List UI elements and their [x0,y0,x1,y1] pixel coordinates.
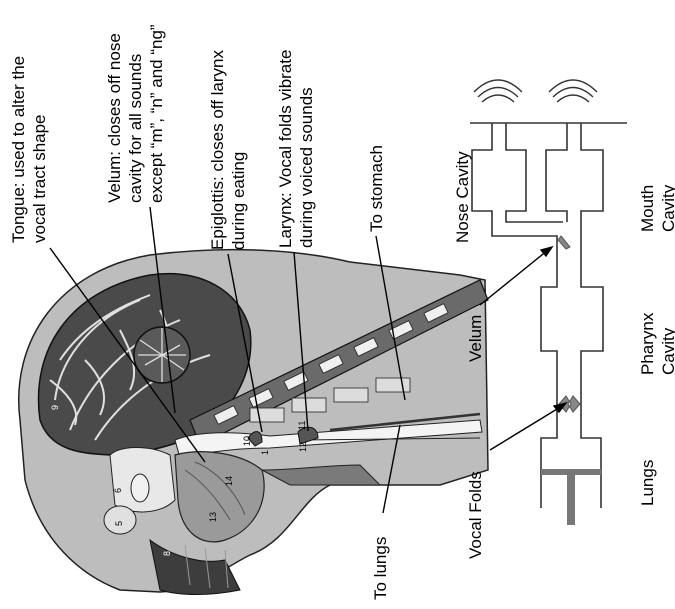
mouth-cavity-label-line: Cavity [659,184,675,232]
velum-annotation-line: except “m”, “n” and “ng” [147,24,166,203]
tongue-annotation-line: Tongue: used to alter the [9,56,28,243]
to-stomach-label: To stomach [367,145,386,232]
anatomy-number: 9 [50,405,60,410]
velum-annotation-line: Velum: closes off nose [105,33,124,203]
larynx-annotation-line: during voiced sounds [297,87,316,248]
to-lungs-label: To lungs [371,537,390,600]
sound-wave-icon [549,80,597,102]
svg-text:Larynx: Vocal folds vibrate: Larynx: Vocal folds vibrate during voice… [276,45,316,248]
svg-text:Velum: closes off nose c: Velum: closes off nose cavity for all so… [105,24,166,203]
anatomy-number: 13 [208,512,218,522]
velum-annotation-line: cavity for all sounds [126,54,145,203]
lungs-piston-plate [541,469,601,475]
epiglottis-annotation-line: during eating [229,152,248,250]
tongue-annotation-line: vocal tract shape [30,114,49,243]
velum-flap [558,236,570,249]
pharynx-cavity-label-line: Cavity [659,327,675,375]
epiglottis-annotation: Epiglottis: closes off larynx during eat… [208,45,248,250]
svg-text:Epiglottis: closes off larynx: Epiglottis: closes off larynx during eat… [208,45,248,250]
pharynx-cavity-label-line: Pharynx [638,312,657,375]
vocal-folds-label: Vocal Folds [466,471,485,559]
sound-wave-icon [474,80,522,102]
mouth-cavity-label: Mouth Cavity [638,180,675,232]
anatomy-number: 6 [113,488,123,493]
svg-text:Tongue: used to alter the: Tongue: used to alter the vocal tract sh… [9,51,49,243]
velum-annotation: Velum: closes off nose cavity for all so… [105,24,166,203]
larynx-annotation: Larynx: Vocal folds vibrate during voice… [276,45,316,248]
anatomy-number: 5 [114,521,124,526]
anatomy-number: 14 [224,476,234,486]
epiglottis-annotation-line: Epiglottis: closes off larynx [208,50,227,250]
lungs-label: Lungs [638,460,657,506]
anatomy-number: 12 [298,442,308,452]
tongue-annotation: Tongue: used to alter the vocal tract sh… [9,51,49,243]
anatomy-number: 1 [260,450,270,455]
vocal-tract-model [470,80,627,525]
svg-text:Mouth Cavity: Mouth Cavity [638,180,675,232]
svg-text:Pharynx Cavity: Pharynx Cavity [638,308,675,375]
lungs-piston-rod [567,475,575,525]
velum-label: Velum [466,315,485,362]
nose-cavity-label: Nose Cavity [453,151,472,243]
anatomy-number: 8 [162,551,172,556]
mouth-cavity-label-line: Mouth [638,185,657,232]
pharynx-cavity-label: Pharynx Cavity [638,308,675,375]
anatomy-number: 10 [242,436,252,446]
anatomy-number: 11 [297,421,307,430]
larynx-annotation-line: Larynx: Vocal folds vibrate [276,50,295,248]
